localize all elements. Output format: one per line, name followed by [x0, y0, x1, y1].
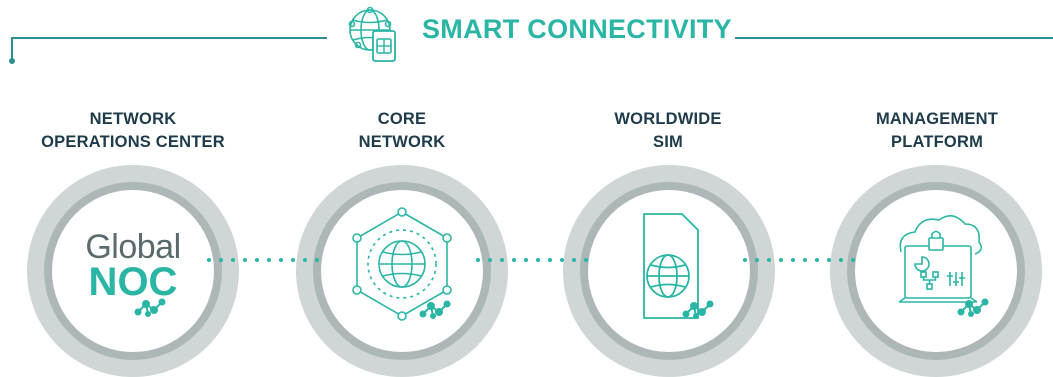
connector-dot — [476, 258, 480, 262]
connector-dot — [767, 258, 771, 262]
connector-dot — [219, 258, 223, 262]
connector-dot — [255, 258, 259, 262]
connector-dot — [755, 258, 759, 262]
pillar-circle-worldwide-sim — [563, 165, 775, 377]
connector-dot — [827, 258, 831, 262]
connector-dot — [291, 258, 295, 262]
header-left-line-dot — [9, 58, 15, 64]
connector-dot — [851, 258, 855, 262]
connector-dot — [584, 258, 588, 262]
header-left-line — [11, 37, 327, 39]
pillar-label-line1: CORE — [377, 110, 427, 128]
connector-dot — [207, 258, 211, 262]
pillar-circle-management-platform — [830, 165, 1042, 377]
logo-global-text: Global — [85, 228, 181, 266]
header-left-vertical-line — [11, 37, 13, 61]
pillar-label-line2: PLATFORM — [890, 133, 984, 151]
connector-dot — [315, 258, 319, 262]
pillar-label-line2: SIM — [653, 133, 683, 151]
ring-inner — [855, 190, 1017, 352]
hexagon-globe-icon — [352, 207, 452, 321]
pillar-circle-noc: Global NOC — [27, 165, 239, 377]
pillar-label-worldwide-sim: WORLDWIDE SIM — [553, 108, 783, 154]
connector-dot — [279, 258, 283, 262]
pillar-label-line2: OPERATIONS CENTER — [41, 133, 225, 151]
ring — [847, 182, 1025, 360]
pillar-label-core-network: CORE NETWORK — [287, 108, 517, 154]
connector-dot — [743, 258, 747, 262]
connector-dot — [791, 258, 795, 262]
pillar-label-line1: NETWORK — [89, 110, 177, 128]
connector-dot — [267, 258, 271, 262]
connector-dot — [815, 258, 819, 262]
connector-dot — [231, 258, 235, 262]
connector-dot — [488, 258, 492, 262]
connector-dot — [572, 258, 576, 262]
connector-dot — [303, 258, 307, 262]
connector-dot — [524, 258, 528, 262]
pillar-label-noc: NETWORK OPERATIONS CENTER — [18, 108, 248, 154]
header-right-line — [735, 37, 1053, 39]
ring-inner: Global NOC — [52, 190, 214, 352]
ring-inner — [588, 190, 750, 352]
header-title: SMART CONNECTIVITY — [422, 14, 732, 44]
connector-dot — [803, 258, 807, 262]
connector-dot — [839, 258, 843, 262]
cloud-platform-icon — [898, 215, 989, 317]
globe-sim-icon — [348, 6, 396, 62]
sim-globe-icon — [643, 213, 714, 319]
pillar-label-management-platform: MANAGEMENT PLATFORM — [822, 108, 1052, 154]
ring: Global NOC — [44, 182, 222, 360]
pillar-label-line2: NETWORK — [358, 133, 446, 151]
pillar-label-line1: MANAGEMENT — [875, 110, 999, 128]
pillar-label-line1: WORLDWIDE — [614, 110, 722, 128]
connector-dot — [548, 258, 552, 262]
connector-dot — [536, 258, 540, 262]
smart-connectivity-diagram: SMART CONNECTIVITY NETWORK OPERATIONS CE… — [9, 6, 1053, 377]
ring — [580, 182, 758, 360]
connector-dot — [512, 258, 516, 262]
connector-dot — [243, 258, 247, 262]
connector-dot — [779, 258, 783, 262]
pillar-circle-core-network — [296, 165, 508, 377]
connector-dot — [560, 258, 564, 262]
network-molecule-icon — [134, 298, 166, 317]
connector-dot — [500, 258, 504, 262]
ring-inner — [321, 190, 483, 352]
ring — [313, 182, 491, 360]
logo-noc-text: NOC — [88, 260, 178, 304]
